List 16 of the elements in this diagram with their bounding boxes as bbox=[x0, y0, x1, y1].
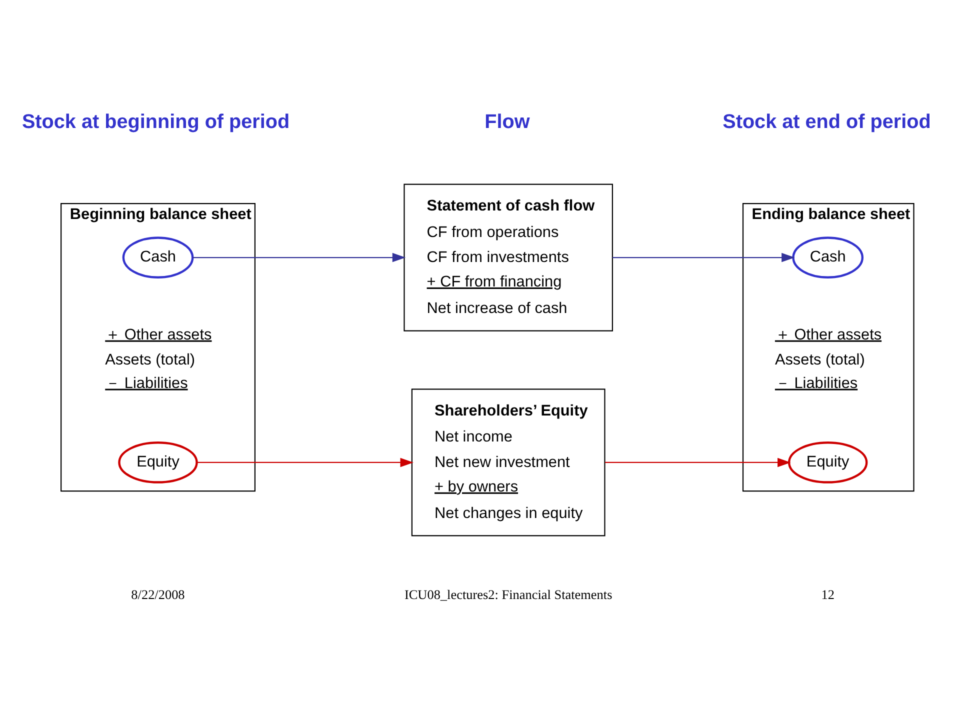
node-box: Statement of cash flow CF from operations CF from investments + CF from financing Net increase of cash bbox=[404, 184, 613, 332]
label: 8/22/2008 bbox=[131, 587, 185, 602]
node-box: Shareholders’ Equity Net income Net new investment + by owners Net changes in equity bbox=[411, 388, 606, 536]
arrow bbox=[605, 458, 791, 468]
node-ellipse: Cash bbox=[122, 236, 194, 278]
node-ellipse: Equity bbox=[118, 442, 198, 484]
arrow bbox=[192, 252, 406, 262]
node-ellipse: Cash bbox=[792, 236, 864, 278]
label: 12 bbox=[821, 587, 834, 602]
arrow bbox=[612, 252, 795, 262]
label: Flow bbox=[484, 110, 530, 133]
arrow bbox=[196, 458, 414, 468]
label: ICU08_lectures2: Financial Statements bbox=[404, 587, 612, 602]
node-ellipse: Equity bbox=[788, 442, 868, 484]
label: Stock at end of period bbox=[722, 110, 931, 133]
label: Stock at beginning of period bbox=[22, 110, 290, 133]
